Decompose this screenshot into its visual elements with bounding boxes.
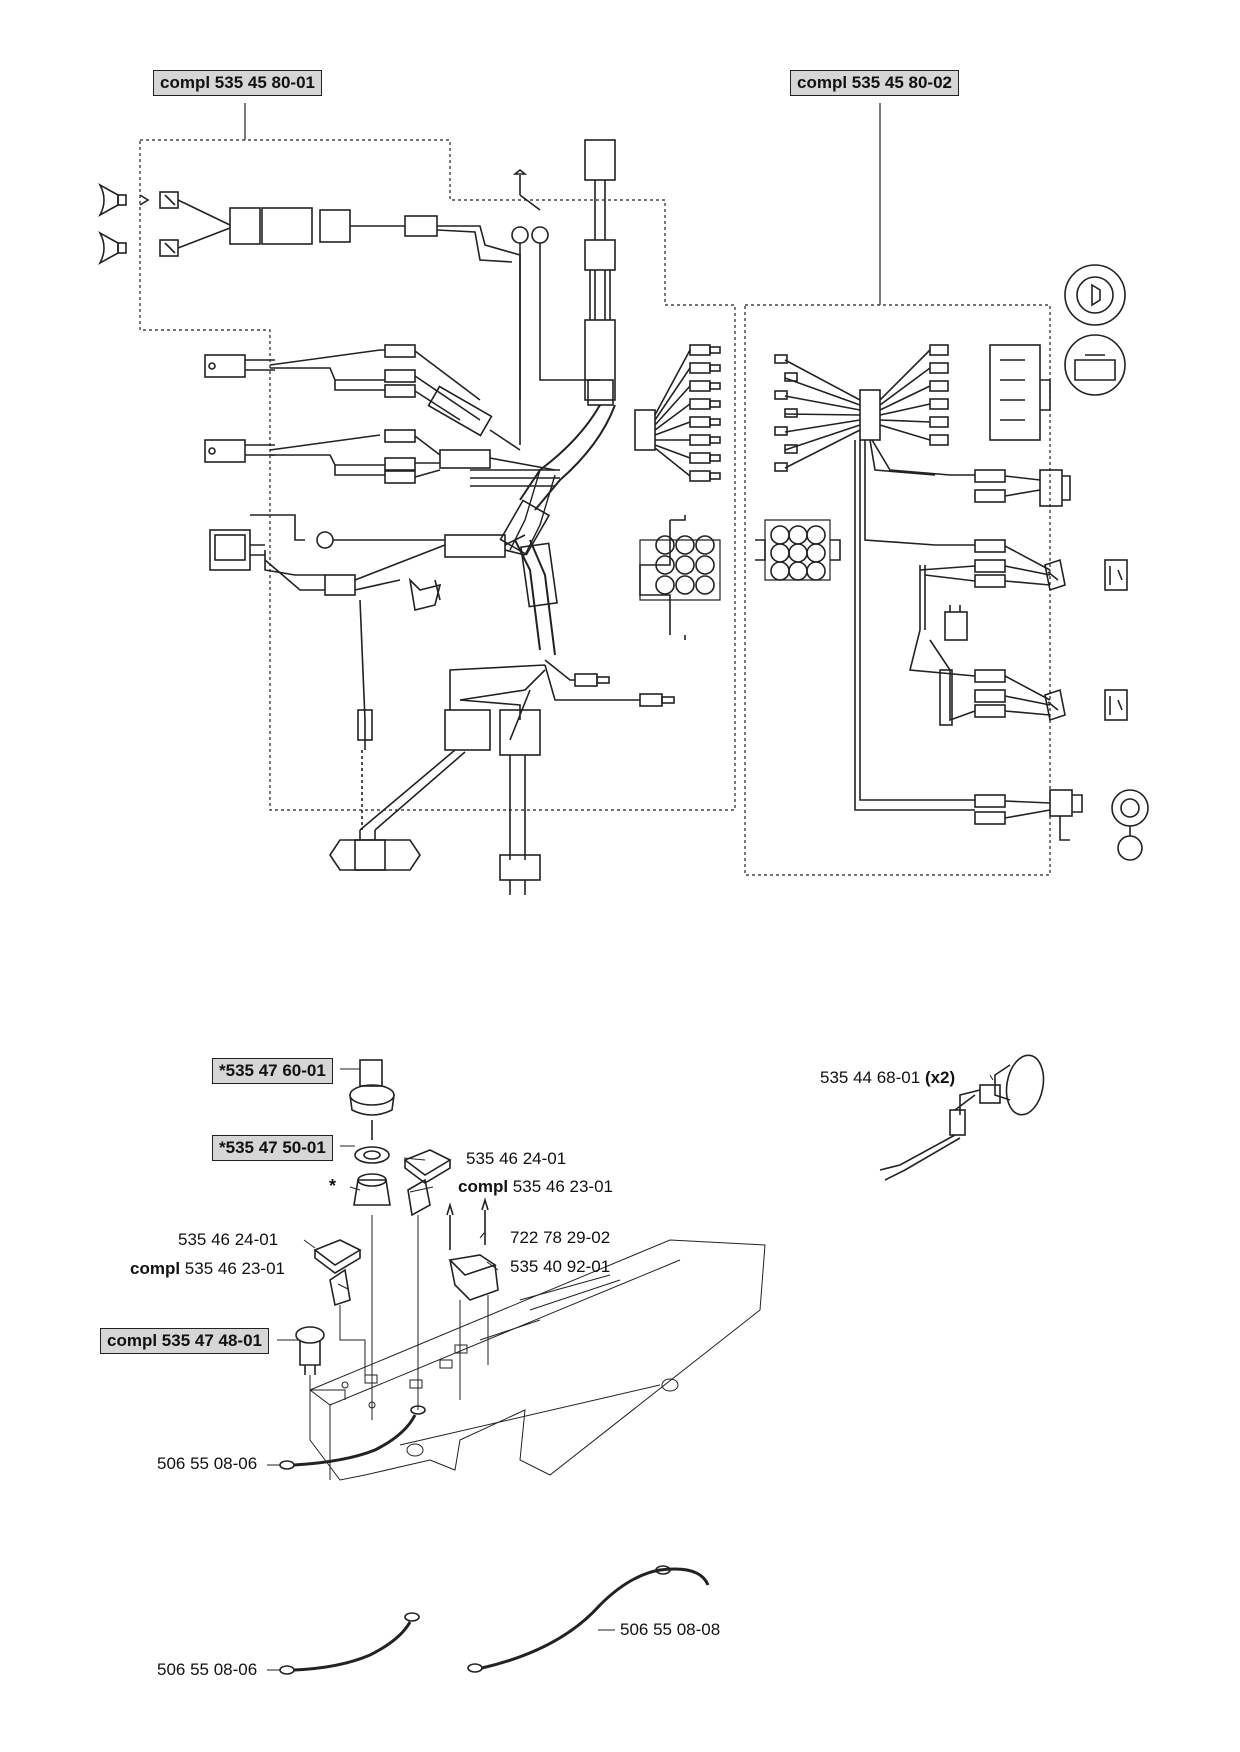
part-prefix: compl (458, 1177, 509, 1196)
leader-lines (277, 1068, 499, 1341)
star-mark: * (329, 1176, 337, 1196)
part-label-screw: 722 78 29-02 (510, 1228, 611, 1247)
harness-right-fanout-right (929, 344, 949, 446)
harness-right-outline (744, 304, 1051, 876)
micro-switch-icon (204, 354, 275, 463)
part-number: 535 46 23-01 (184, 1259, 285, 1278)
part-label-lamp: 535 44 68-01 (x2) (820, 1067, 955, 1089)
hour-meter-icon (446, 1197, 499, 1400)
relay-icon (209, 529, 265, 571)
part-label-cable-1: 506 55 08-06 (157, 1454, 258, 1473)
harness-left-outline (139, 139, 736, 811)
power-outlet-icon (1049, 789, 1149, 861)
part-number: 535 44 68-01 (820, 1068, 921, 1087)
ground-cable-icon (267, 1405, 710, 1675)
part-prefix: compl (130, 1259, 181, 1278)
key-switch-icon (1064, 264, 1126, 396)
dashboard-panel (277, 1059, 766, 1481)
rocker-switch-icon (1044, 558, 1066, 722)
part-label-key: *535 47 60-01 (212, 1058, 333, 1084)
part-label-switch-cover-left: 535 46 24-01 (178, 1230, 279, 1249)
connector-9pin-right-icon (755, 519, 841, 581)
work-lamp-icon (879, 1054, 1045, 1181)
part-label-power-outlet: compl 535 47 48-01 (100, 1328, 269, 1354)
part-label-cable-3: 506 55 08-08 (620, 1620, 721, 1639)
regulator-icon (329, 830, 421, 871)
assembly-label-left: compl 535 45 80-01 (153, 70, 322, 96)
connector-multipin-icon (989, 344, 1051, 441)
ignition-key-icon (349, 1059, 395, 1420)
part-label-cable-2: 506 55 08-06 (157, 1660, 258, 1679)
part-label-rocker-switch-left: compl 535 46 23-01 (130, 1258, 285, 1280)
connector-9pin-icon (639, 515, 721, 640)
harness-right (744, 103, 1149, 876)
headlight-icon (98, 182, 231, 266)
socket-icon (1039, 469, 1071, 507)
rocker-switch-3d-icon (313, 1149, 452, 1410)
power-outlet-3d-icon (295, 1326, 346, 1400)
assembly-label-right: compl 535 45 80-02 (790, 70, 959, 96)
part-label-rocker-switch-top: compl 535 46 23-01 (458, 1176, 613, 1198)
part-label-hour-meter: 535 40 92-01 (510, 1257, 611, 1276)
part-label-key-nut: *535 47 50-01 (212, 1135, 333, 1161)
ground-terminal-icon (511, 168, 600, 445)
part-label-switch-cover-top: 535 46 24-01 (466, 1149, 567, 1168)
harness-left-fanout (654, 344, 721, 482)
harness-left (98, 103, 736, 895)
part-number: 535 46 23-01 (512, 1177, 613, 1196)
part-qty: (x2) (924, 1068, 956, 1087)
rocker-switch-front-icon (1104, 559, 1128, 721)
harness-right-fanout-left (774, 354, 798, 472)
